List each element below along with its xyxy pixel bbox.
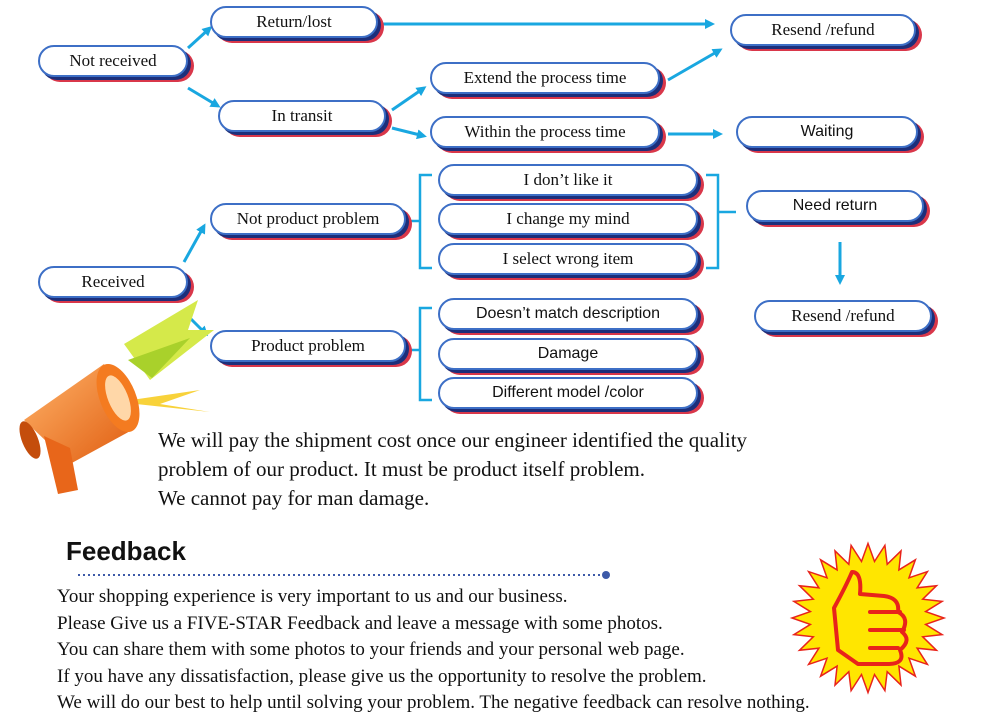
arrow-extend-to-resend <box>667 48 723 82</box>
feedback-text: Your shopping experience is very importa… <box>57 584 810 717</box>
feedback-line: Please Give us a FIVE-STAR Feedback and … <box>57 612 663 634</box>
node-return-lost: Return/lost <box>210 6 378 38</box>
bracket-right-not-product <box>706 173 736 270</box>
node-damage: Damage <box>438 338 698 370</box>
arrow-in-transit-to-within <box>391 126 427 140</box>
arrow-received-to-not-product-problem <box>182 223 206 263</box>
notice-line: We cannot pay for man damage. <box>158 486 430 510</box>
feedback-line: If you have any dissatisfaction, please … <box>57 665 707 687</box>
node-extend-process-time: Extend the process time <box>430 62 660 94</box>
arrow-in-transit-to-extend <box>391 86 427 112</box>
node-change-my-mind: I change my mind <box>438 203 698 235</box>
node-not-received: Not received <box>38 45 188 77</box>
node-waiting: Waiting <box>736 116 918 148</box>
node-product-problem: Product problem <box>210 330 406 362</box>
arrow-not-received-to-in-transit <box>187 86 221 108</box>
feedback-line: We will do our best to help until solvin… <box>57 692 810 713</box>
shipment-notice: We will pay the shipment cost once our e… <box>158 426 747 513</box>
megaphone-icon <box>19 300 214 494</box>
thumbs-up-badge-icon <box>789 541 947 695</box>
feedback-line: Your shopping experience is very importa… <box>57 586 568 607</box>
notice-line: We will pay the shipment cost once our e… <box>158 428 748 452</box>
feedback-divider <box>78 571 610 579</box>
node-resend-refund-top: Resend /refund <box>730 14 916 46</box>
bracket-left-product <box>410 306 432 402</box>
node-not-product-problem: Not product problem <box>210 203 406 235</box>
bracket-left-not-product <box>410 173 432 270</box>
node-select-wrong-item: I select wrong item <box>438 243 698 275</box>
feedback-line: You can share them with some photos to y… <box>57 639 685 660</box>
feedback-title: Feedback <box>66 536 186 566</box>
notice-line: problem of our product. It must be produ… <box>158 457 645 481</box>
node-different-model-color: Different model /color <box>438 377 698 409</box>
node-doesnt-match-description: Doesn’t match description <box>438 298 698 330</box>
node-in-transit: In transit <box>218 100 386 132</box>
arrow-not-received-to-return-lost <box>186 25 213 50</box>
node-dont-like-it: I don’t like it <box>438 164 698 196</box>
node-received: Received <box>38 266 188 298</box>
node-resend-refund-bottom: Resend /refund <box>754 300 932 332</box>
node-within-process-time: Within the process time <box>430 116 660 148</box>
node-need-return: Need return <box>746 190 924 222</box>
